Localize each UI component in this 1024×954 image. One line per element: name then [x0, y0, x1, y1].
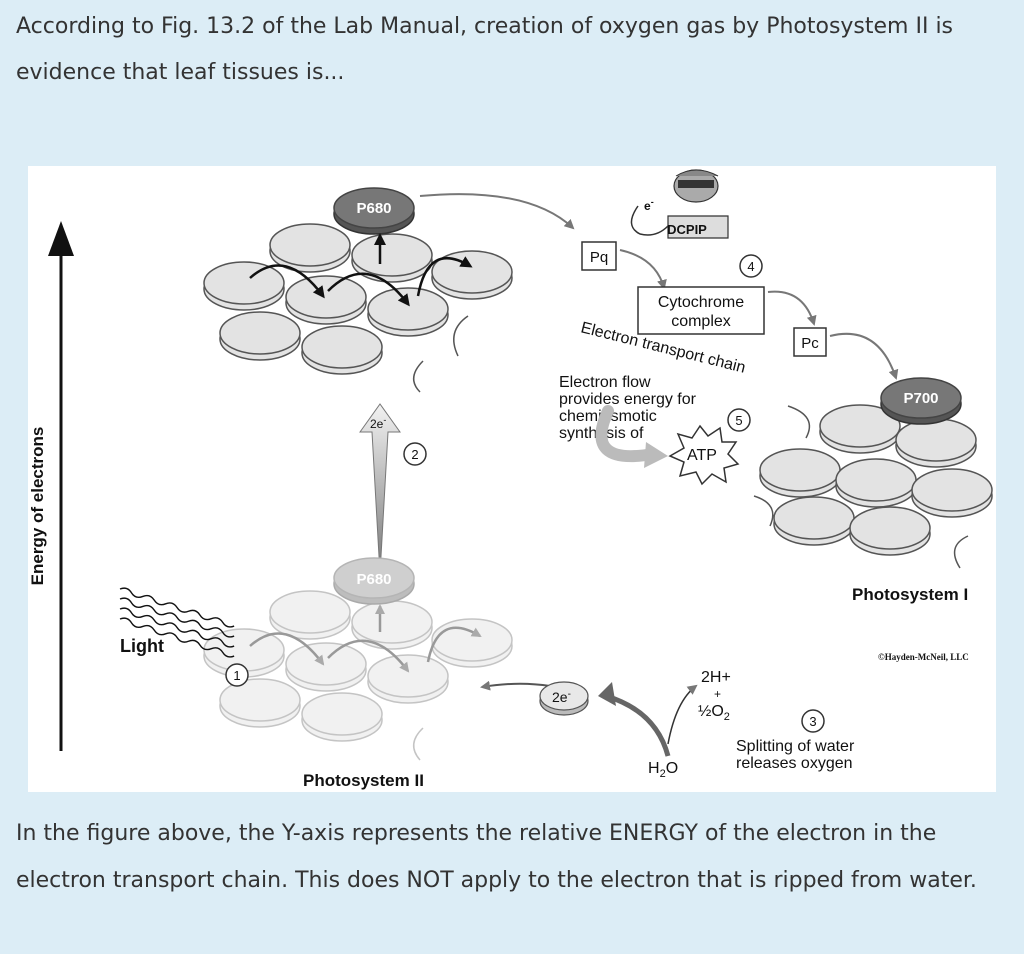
step-1-circle — [225, 663, 249, 687]
two-h-plus-label: 2H+ — [701, 669, 731, 686]
step-1-label: 1 — [233, 668, 240, 683]
photosystem-i-label: Photosystem I — [852, 585, 968, 604]
footer-text: In the figure above, the Y-axis represen… — [16, 821, 977, 893]
step-2-circle — [403, 442, 427, 466]
two-e-wedge-arrow — [359, 403, 401, 575]
cytochrome-box — [637, 286, 765, 335]
arrow-2e-to-psii — [480, 680, 551, 691]
flow-text-line1: Electron flow — [559, 374, 651, 391]
two-e-up-label: 2e- — [370, 415, 386, 431]
step-5-circle — [727, 408, 751, 432]
axis-label: Energy of electrons — [28, 427, 47, 586]
step-2-label: 2 — [411, 447, 418, 462]
cytochrome-label-line2: complex — [671, 313, 731, 330]
energy-transfer-arrows-bottom — [249, 604, 482, 673]
dcpip-figure-icon — [630, 169, 729, 239]
photosystem-ii-bottom-disks — [203, 590, 513, 761]
step-3-label: 3 — [809, 714, 816, 729]
electron-e-label: e- — [644, 197, 654, 213]
atp-curved-arrow — [595, 405, 659, 463]
p700-disk — [880, 377, 962, 425]
step-4-circle — [739, 254, 763, 278]
energy-axis — [48, 221, 74, 751]
arrow-pq-to-cytochrome — [619, 249, 667, 290]
atp-label: ATP — [687, 447, 717, 464]
two-e-water-label: 2e- — [552, 689, 571, 705]
light-waves-icon — [119, 587, 235, 658]
step-4-label: 4 — [747, 259, 754, 274]
h2o-label: H2O — [648, 760, 678, 780]
pc-label: Pc — [801, 335, 819, 352]
arrow-water-split — [605, 693, 671, 757]
energy-transfer-arrows-top — [249, 233, 473, 307]
arrow-water-to-oxygen — [667, 684, 698, 745]
photosystem-i-disks — [753, 404, 993, 569]
copyright-label: ©Hayden-McNeil, LLC — [878, 652, 969, 662]
two-e-water-disk — [539, 681, 589, 716]
p700-label: P700 — [903, 390, 938, 407]
half-o2-label: ½O2 — [698, 703, 730, 723]
p680-top-disk — [333, 187, 415, 235]
pq-box — [581, 241, 617, 271]
arrow-p680-to-pq — [419, 193, 575, 230]
cytochrome-label-line1: Cytochrome — [658, 294, 744, 311]
dcpip-label: DCPIP — [667, 222, 707, 237]
p680-top-label: P680 — [356, 200, 391, 217]
atp-arrow-head — [644, 442, 668, 468]
splitting-line2: releases oxygen — [736, 755, 853, 772]
arrow-cytochrome-to-pc — [767, 290, 817, 326]
step-3-circle — [801, 709, 825, 733]
light-label: Light — [120, 636, 164, 656]
photosystem-ii-label: Photosystem II — [303, 771, 424, 790]
pc-box — [793, 327, 827, 357]
arrow-pc-to-p700 — [829, 332, 899, 380]
splitting-line1: Splitting of water — [736, 738, 855, 755]
atp-starburst — [668, 424, 740, 486]
photosynthesis-figure: Energy of electrons P680 — [28, 166, 996, 792]
question-text: According to Fig. 13.2 of the Lab Manual… — [16, 14, 954, 85]
water-split-arrow-head — [598, 682, 616, 706]
step-5-label: 5 — [735, 413, 742, 428]
flow-text-line2: provides energy for — [559, 391, 697, 408]
plus-label: + — [714, 687, 721, 701]
p680-bottom-disk — [333, 557, 415, 605]
pq-label: Pq — [590, 249, 608, 266]
p680-bottom-label: P680 — [356, 571, 391, 588]
photosystem-ii-top-disks — [203, 223, 513, 393]
